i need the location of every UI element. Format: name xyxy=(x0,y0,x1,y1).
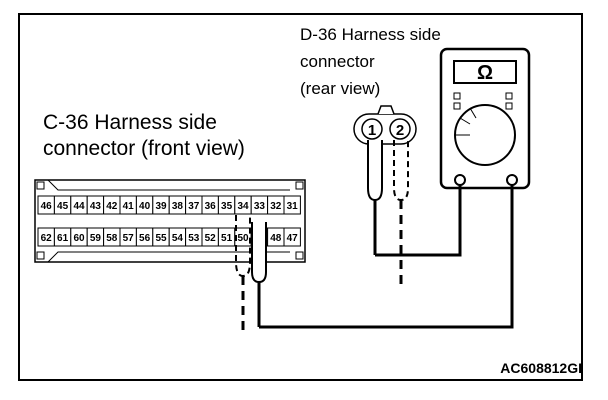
c36-pin-label: 41 xyxy=(123,201,135,212)
c36-pin-label: 38 xyxy=(172,201,184,212)
c36-pin-label: 46 xyxy=(41,201,53,212)
c36-pin-label: 44 xyxy=(73,201,85,212)
c36-pin-label: 50 xyxy=(237,233,249,244)
c36-pin-label: 53 xyxy=(188,233,200,244)
c36-pin-label: 56 xyxy=(139,233,151,244)
c36-pin-label: 59 xyxy=(90,233,102,244)
c36-pin-cell xyxy=(283,195,301,215)
c36-bottom-row: 62616059585756555453525150494847 xyxy=(37,227,301,247)
d36-probes xyxy=(367,140,409,285)
wires xyxy=(259,185,514,329)
c36-pin-label: 58 xyxy=(106,233,118,244)
c36-pin-label: 42 xyxy=(106,201,118,212)
meter-terminal-left xyxy=(454,174,466,186)
c36-pin-label: 55 xyxy=(155,233,167,244)
d36-pin-2 xyxy=(389,118,411,140)
c36-pin-label: 61 xyxy=(57,233,69,244)
c36-pin-label: 39 xyxy=(155,201,167,212)
ohm-icon: Ω xyxy=(477,62,493,84)
c36-pin-label: 54 xyxy=(172,233,184,244)
c36-pin-label: 35 xyxy=(221,201,233,212)
c36-pin-label: 37 xyxy=(188,201,200,212)
c36-top-row: 46 45 44 43 42 41 40 39 38 37 36 35 34 33 32 31 xyxy=(37,195,301,215)
ohmmeter: Ω xyxy=(439,47,531,190)
c36-pin-label: 31 xyxy=(287,201,299,212)
c36-label-line2: connector (front view) xyxy=(43,137,245,160)
c36-pin-label: 33 xyxy=(254,201,266,212)
d36-label-line3: (rear view) xyxy=(300,79,381,98)
c36-pin-label: 47 xyxy=(287,233,299,244)
c36-label-line1: C-36 Harness side xyxy=(43,111,217,134)
c36-connector: 46 45 44 43 42 41 40 39 38 37 36 35 34 33 32 31 62 61 60 5… xyxy=(34,179,306,263)
c36-pin-label: 45 xyxy=(57,201,69,212)
figure-code: AC608812GI xyxy=(500,360,582,376)
c36-pin-label: 60 xyxy=(73,233,85,244)
d36-pin-1 xyxy=(361,118,383,140)
c36-pin-label: 48 xyxy=(270,233,282,244)
c36-pin-label: 51 xyxy=(221,233,233,244)
c36-pin-label: 36 xyxy=(205,201,217,212)
d36-pin-1-label: 1 xyxy=(368,122,376,139)
c36-pin-label: 62 xyxy=(41,233,53,244)
d36-pin-2-label: 2 xyxy=(396,122,404,139)
c36-pin-cell xyxy=(283,227,301,247)
d36-label-line2: connector xyxy=(300,52,375,71)
meter-terminal-right xyxy=(506,174,518,186)
c36-pin-label: 40 xyxy=(139,201,151,212)
c36-pin-label: 34 xyxy=(237,201,249,212)
d36-connector: 1 2 xyxy=(353,105,417,145)
d36-label-line1: D-36 Harness side xyxy=(300,25,441,44)
c36-pin-label: 32 xyxy=(270,201,282,212)
c36-pin-label: 43 xyxy=(90,201,102,212)
c36-pin-label: 57 xyxy=(123,233,135,244)
c36-probes xyxy=(235,215,267,330)
c36-pin-label: 52 xyxy=(205,233,217,244)
